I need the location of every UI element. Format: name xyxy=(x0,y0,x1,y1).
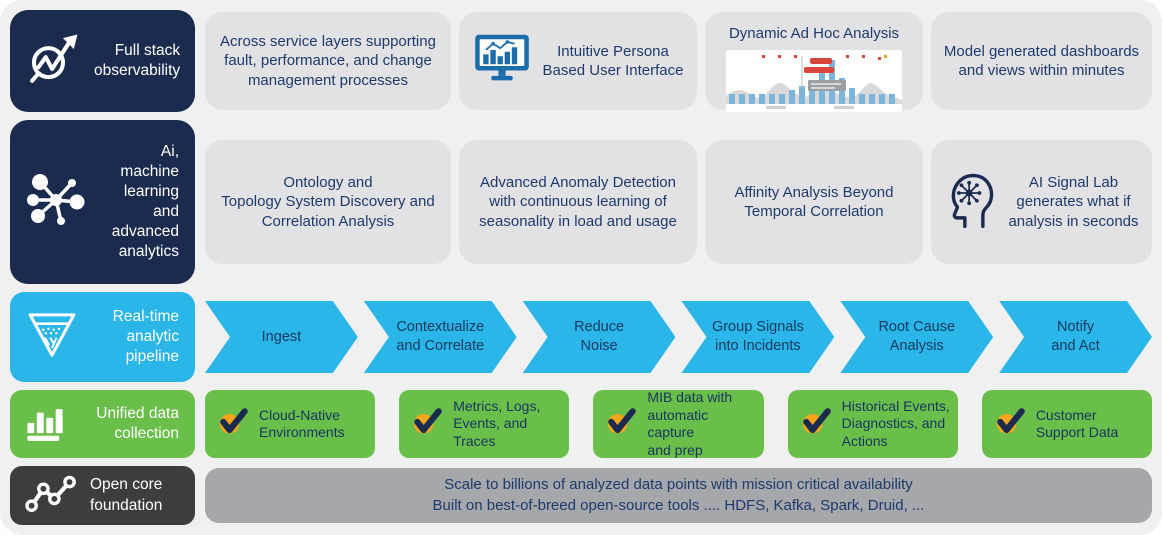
foundation-line-1: Scale to billions of analyzed data point… xyxy=(444,476,913,494)
card-text: Ontology and Topology System Discovery a… xyxy=(221,173,435,230)
card-text: AI Signal Lab generates what if analysis… xyxy=(1008,173,1139,230)
row-ai-ml: Ai, machine learning and advanced analyt… xyxy=(10,120,1152,284)
label-unified-data-collection: Unified data collection xyxy=(10,390,195,458)
card-persona-ui: Intuitive Persona Based User Interface xyxy=(459,12,697,110)
label-ai-ml-analytics: Ai, machine learning and advanced analyt… xyxy=(10,120,195,284)
collection-item-metrics-logs: Metrics, Logs, Events, and Traces xyxy=(399,390,570,458)
observability-magnifier-icon xyxy=(24,30,82,93)
check-icon xyxy=(412,406,444,443)
pipeline-step-ingest: Ingest xyxy=(205,301,358,373)
funnel-icon xyxy=(24,307,80,368)
label-text: Ai, machine learning and advanced analyt… xyxy=(111,142,179,261)
pipeline-steps: Ingest Contextualize and Correlate Reduc… xyxy=(205,292,1152,382)
card-anomaly-detection: Advanced Anomaly Detection with continuo… xyxy=(459,140,697,264)
adhoc-title: Dynamic Ad Hoc Analysis xyxy=(728,25,900,42)
card-text: Across service layers supporting fault, … xyxy=(220,32,436,89)
card-text: Affinity Analysis Beyond Temporal Correl… xyxy=(734,183,894,221)
card-model-dashboards: Model generated dashboards and views wit… xyxy=(931,12,1152,110)
check-icon xyxy=(995,406,1027,443)
trend-line-icon xyxy=(24,472,78,519)
card-ontology-topology: Ontology and Topology System Discovery a… xyxy=(205,140,451,264)
card-service-layers: Across service layers supporting fault, … xyxy=(205,12,451,110)
card-text: Intuitive Persona Based User Interface xyxy=(542,42,684,80)
collection-item-cloud-native: Cloud-Native Environments xyxy=(205,390,376,458)
card-text: Advanced Anomaly Detection with continuo… xyxy=(479,173,677,230)
collection-item-historical-events: Historical Events, Diagnostics, and Acti… xyxy=(787,390,958,458)
check-icon xyxy=(801,406,833,443)
foundation-line-2: Built on best-of-breed open-source tools… xyxy=(432,496,925,514)
pipeline-step-reduce-noise: Reduce Noise xyxy=(523,301,676,373)
row-pipeline: Real-time analytic pipeline Ingest Conte… xyxy=(10,292,1152,382)
pipeline-step-contextualize: Contextualize and Correlate xyxy=(364,301,517,373)
collection-item-mib-data: MIB data with automatic capture and prep xyxy=(593,389,764,458)
network-nodes-icon xyxy=(24,168,88,237)
collection-item-text: Metrics, Logs, Events, and Traces xyxy=(453,397,541,449)
monitor-chart-icon xyxy=(473,33,531,89)
pipeline-step-root-cause: Root Cause Analysis xyxy=(840,301,993,373)
collection-item-customer-support: Customer Support Data xyxy=(981,390,1153,458)
card-text: Model generated dashboards and views wit… xyxy=(943,42,1140,80)
collection-item-text: MIB data with automatic capture and prep xyxy=(647,389,733,458)
collection-item-text: Historical Events, Diagnostics, and Acti… xyxy=(841,397,950,449)
foundation-banner: Scale to billions of analyzed data point… xyxy=(205,468,1152,523)
observability-cards: Across service layers supporting fault, … xyxy=(205,10,1152,112)
ai-cards: Ontology and Topology System Discovery a… xyxy=(205,120,1152,284)
row-observability: Full stack observability Across service … xyxy=(10,10,1152,112)
label-full-stack-observability: Full stack observability xyxy=(10,10,195,112)
label-text: Real-time analytic pipeline xyxy=(112,307,179,366)
label-text: Full stack observability xyxy=(94,41,181,79)
pipeline-step-group-signals: Group Signals into Incidents xyxy=(681,301,834,373)
ai-head-icon xyxy=(944,169,996,235)
mini-dashboard-chart xyxy=(726,49,902,118)
check-icon xyxy=(606,406,638,443)
card-adhoc-analysis: Dynamic Ad Hoc Analysis xyxy=(705,12,923,112)
row-data-collection: Unified data collection Cloud-Native Env… xyxy=(10,389,1153,458)
collection-items: Cloud-Native Environments Metrics, Logs,… xyxy=(205,389,1153,458)
label-text: Open core foundation xyxy=(90,476,163,514)
collection-item-text: Cloud-Native Environments xyxy=(259,406,345,441)
bar-chart-icon xyxy=(24,401,72,448)
card-affinity-analysis: Affinity Analysis Beyond Temporal Correl… xyxy=(705,140,923,264)
label-open-core-foundation: Open core foundation xyxy=(10,466,195,525)
collection-item-text: Customer Support Data xyxy=(1035,406,1119,441)
pipeline-step-notify-act: Notify and Act xyxy=(999,301,1152,373)
label-text: Unified data collection xyxy=(96,404,179,442)
check-icon xyxy=(218,406,250,443)
label-realtime-pipeline: Real-time analytic pipeline xyxy=(10,292,195,382)
row-foundation: Open core foundation Scale to billions o… xyxy=(10,466,1152,525)
card-ai-signal-lab: AI Signal Lab generates what if analysis… xyxy=(931,140,1152,264)
